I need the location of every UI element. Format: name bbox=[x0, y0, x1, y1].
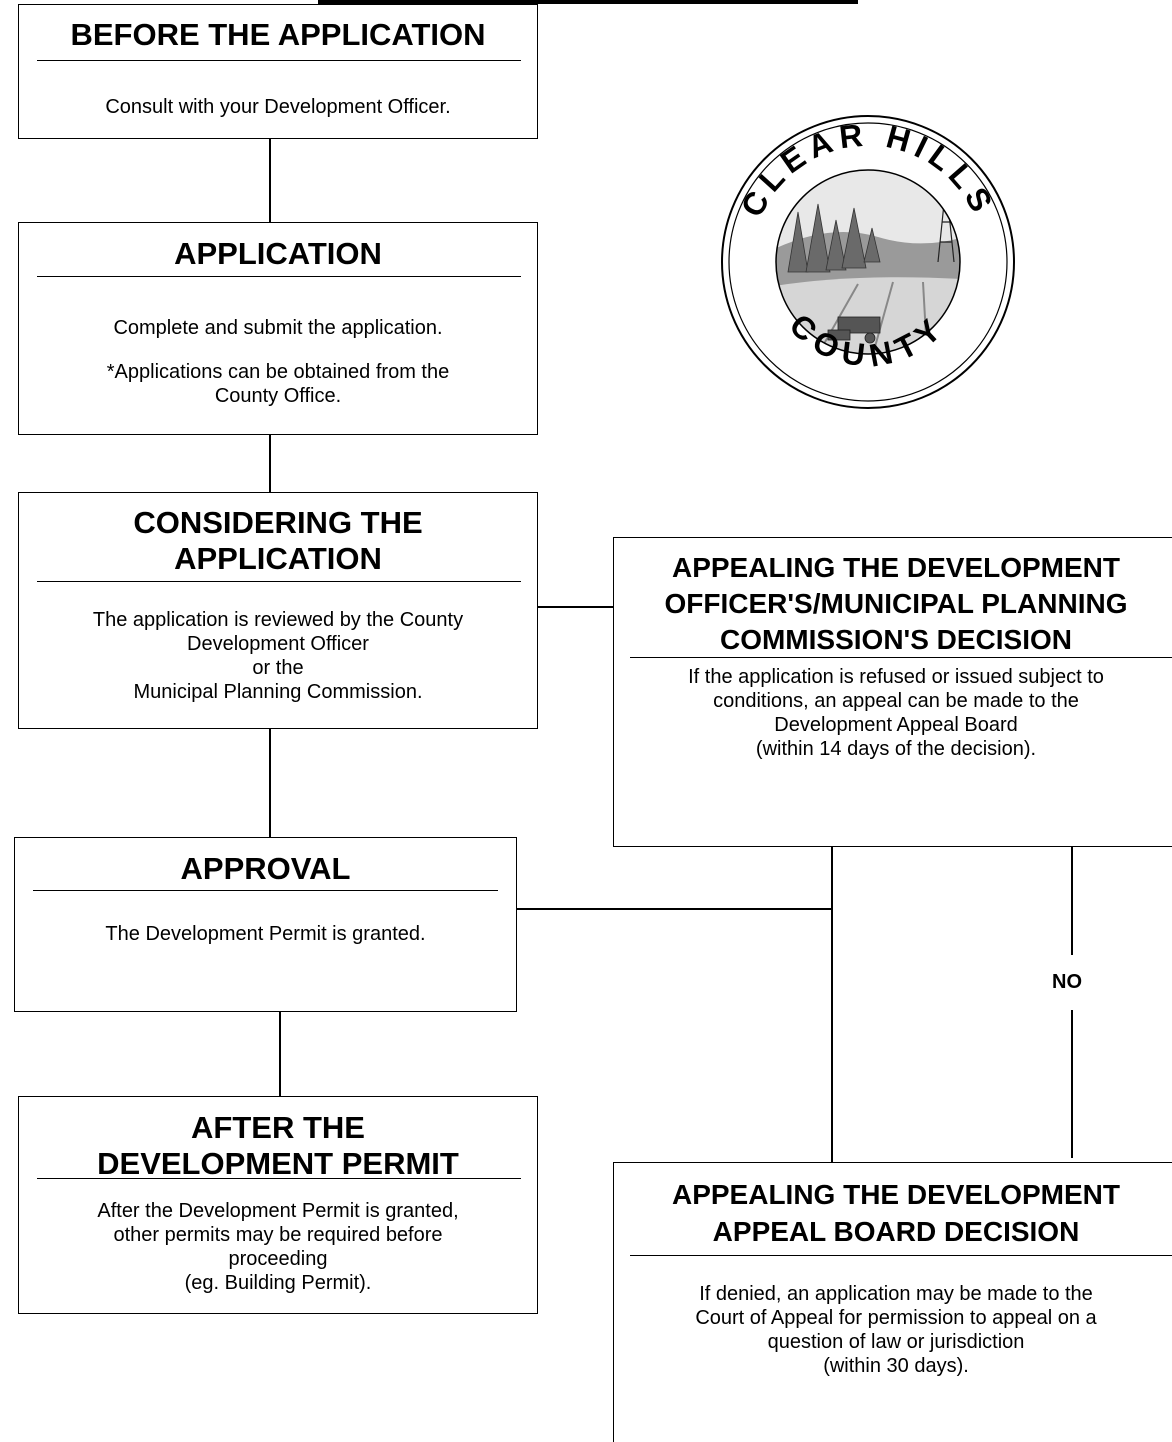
box-body: If the application is refused or issued … bbox=[688, 666, 1104, 760]
connector-appeal-to-board bbox=[831, 847, 833, 1162]
connector-considering-to-appeal bbox=[538, 606, 613, 608]
connector-no-lower bbox=[1071, 1010, 1073, 1158]
county-seal-logo: CLEAR HILLS COUNTY bbox=[721, 115, 1015, 409]
no-label: NO bbox=[1052, 971, 1082, 993]
title-underline bbox=[37, 581, 521, 582]
box-body: Complete and submit the application. *Ap… bbox=[106, 317, 450, 407]
box-title: APPLICATION bbox=[174, 236, 382, 271]
box-after-permit: AFTER THE DEVELOPMENT PERMIT After the D… bbox=[18, 1096, 538, 1314]
box-title: APPEALING THE DEVELOPMENT OFFICER'S/MUNI… bbox=[664, 552, 1128, 655]
connector-considering-to-approval bbox=[269, 729, 271, 837]
connector-approval-to-appeal-branch bbox=[517, 908, 832, 910]
box-body: If denied, an application may be made to… bbox=[695, 1283, 1097, 1377]
box-body: The application is reviewed by the Count… bbox=[92, 609, 464, 703]
connector-approval-to-after-permit bbox=[279, 1012, 281, 1096]
box-considering-application: CONSIDERING THE APPLICATION The applicat… bbox=[18, 492, 538, 729]
box-title: CONSIDERING THE APPLICATION bbox=[133, 505, 423, 576]
box-title: BEFORE THE APPLICATION bbox=[70, 17, 486, 52]
box-approval: APPROVAL The Development Permit is grant… bbox=[14, 837, 517, 1012]
box-before-application: BEFORE THE APPLICATION Consult with your… bbox=[18, 4, 538, 139]
box-title: AFTER THE DEVELOPMENT PERMIT bbox=[97, 1110, 459, 1181]
title-underline bbox=[630, 1255, 1172, 1256]
box-body: After the Development Permit is granted,… bbox=[97, 1200, 459, 1294]
box-application: APPLICATION Complete and submit the appl… bbox=[18, 222, 538, 435]
title-underline bbox=[37, 276, 521, 277]
connector-before-to-application bbox=[269, 139, 271, 222]
title-underline bbox=[33, 890, 498, 891]
box-body: Consult with your Development Officer. bbox=[105, 96, 451, 118]
title-underline bbox=[37, 60, 521, 61]
box-appeal-board-decision: APPEALING THE DEVELOPMENT APPEAL BOARD D… bbox=[613, 1162, 1172, 1442]
header-rule bbox=[318, 0, 858, 4]
connector-no-upper bbox=[1071, 847, 1073, 955]
title-underline bbox=[37, 1178, 521, 1179]
box-body: The Development Permit is granted. bbox=[105, 923, 426, 945]
box-appeal-officer-decision: APPEALING THE DEVELOPMENT OFFICER'S/MUNI… bbox=[613, 537, 1172, 847]
box-title: APPEALING THE DEVELOPMENT APPEAL BOARD D… bbox=[671, 1179, 1121, 1247]
title-underline bbox=[630, 657, 1172, 658]
box-title: APPROVAL bbox=[180, 851, 351, 886]
connector-application-to-considering bbox=[269, 435, 271, 492]
